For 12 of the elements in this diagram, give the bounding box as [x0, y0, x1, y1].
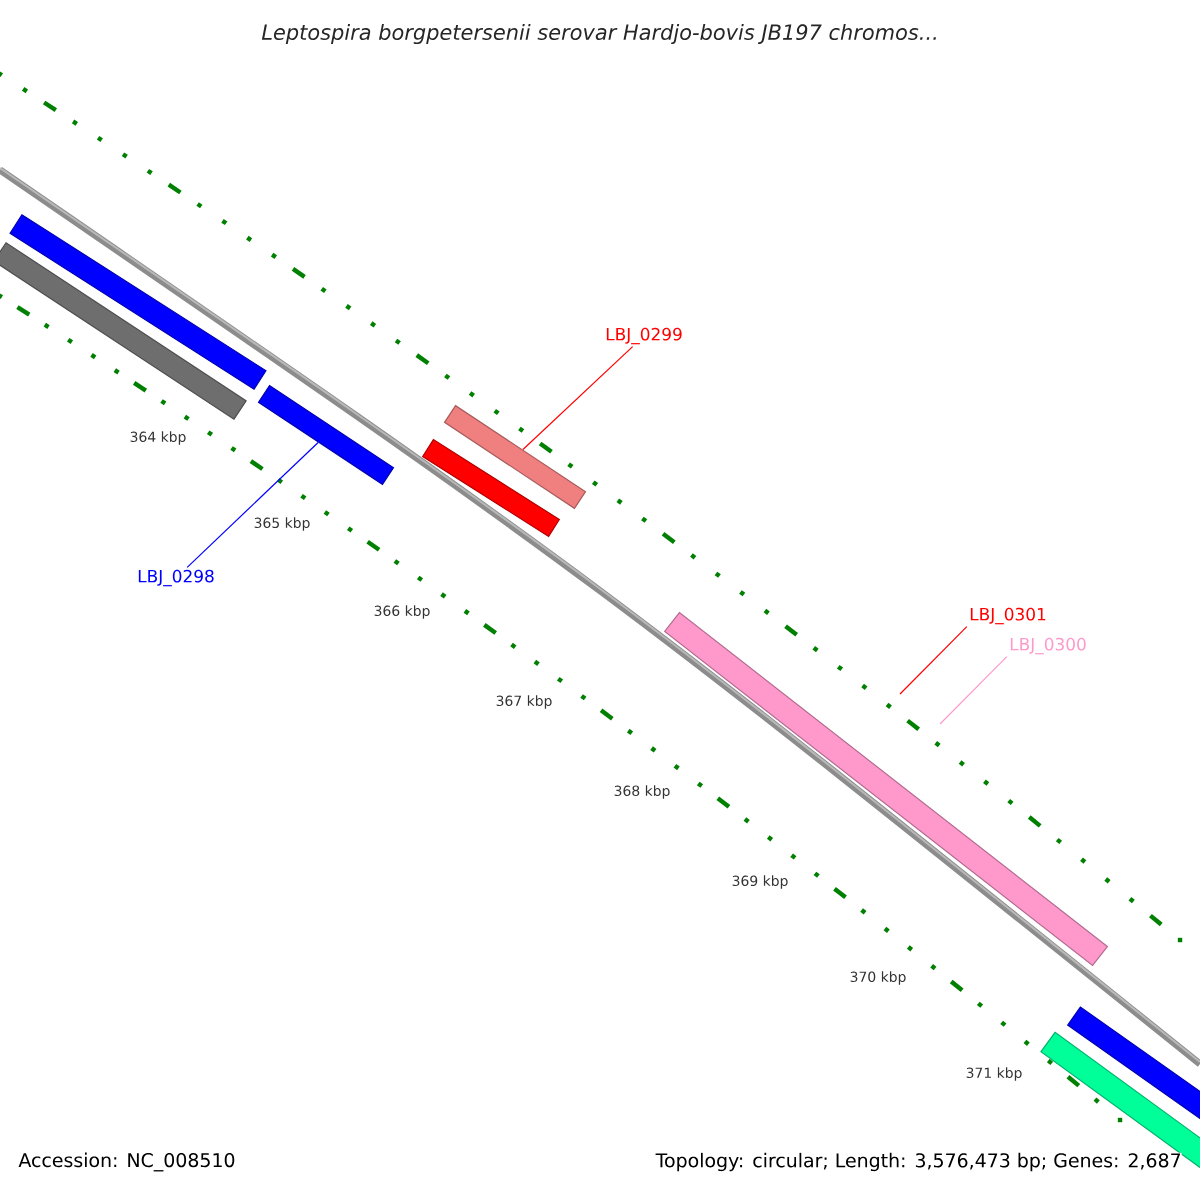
- gene-label: LBJ_0301: [970, 607, 1046, 625]
- leader-line: [939, 656, 1008, 725]
- gene-label: LBJ_0299: [606, 327, 682, 345]
- gene-label: LBJ_0298: [138, 569, 214, 587]
- summary-text: Topology: circular; Length: 3,576,473 bp; Genes: 2,687: [655, 1152, 1182, 1172]
- accession-text: Accession: NC_008510: [18, 1152, 235, 1172]
- gene-bar: [1066, 1006, 1200, 1122]
- leader-line: [186, 441, 319, 568]
- leader-line: [899, 626, 968, 695]
- title: Leptospira borgpetersenii serovar Hardjo-bovis JB197 chromos...: [261, 23, 936, 45]
- gene-label: LBJ_0300: [1010, 637, 1086, 655]
- leader-line: [522, 346, 634, 451]
